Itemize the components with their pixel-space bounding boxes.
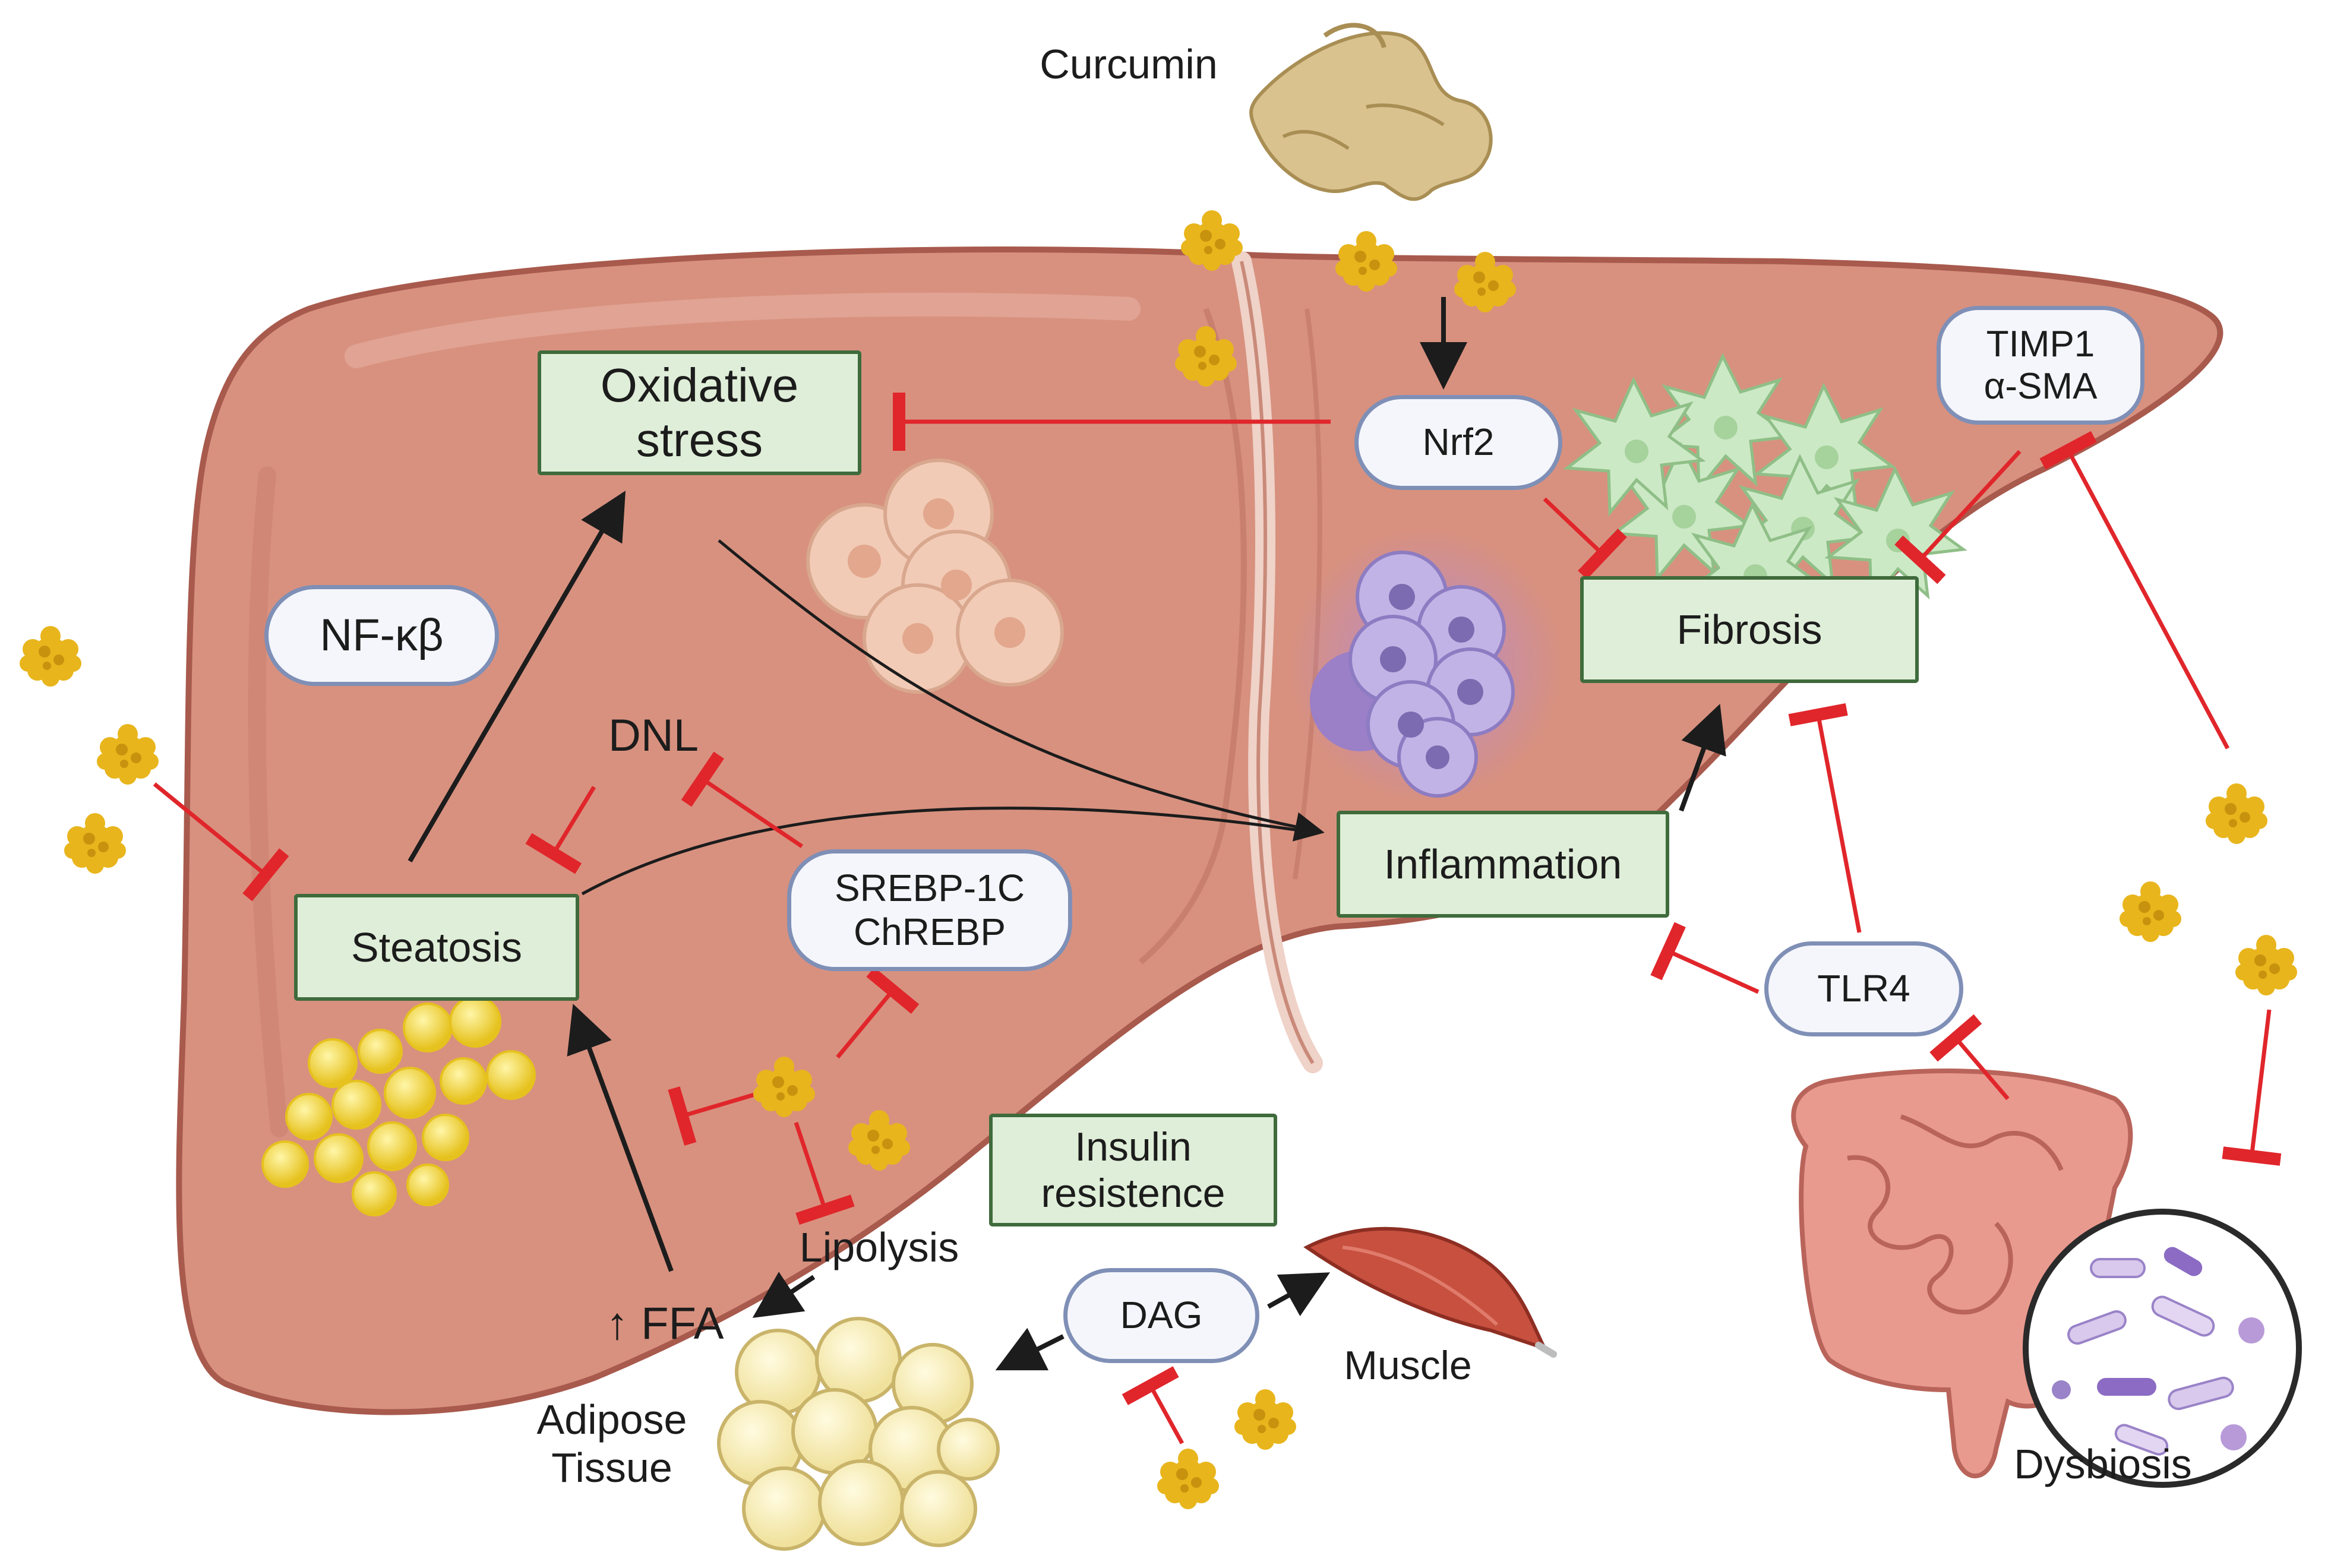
tlr4-pill: TLR4	[1764, 941, 1963, 1036]
kupffer-cell-cluster-icon	[1289, 529, 1562, 802]
arrow-steatosis-inflammation	[581, 807, 1307, 896]
inhibit-curcumin-steatosis	[153, 782, 289, 902]
activation-arrows	[408, 297, 1726, 1371]
muscle-icon	[1303, 1226, 1557, 1358]
inhibit-dysbiosis-tlr4	[1929, 1014, 2010, 1101]
ffa-text: FFA	[641, 1298, 724, 1349]
oxidative-stress-line2: stress	[636, 413, 763, 466]
srebp-line1: SREBP-1C	[834, 866, 1025, 909]
dnl-label: DNL	[608, 710, 699, 761]
inhibit-timp1-fibrosis	[1894, 450, 2022, 584]
curcumin-particle-icon	[2206, 783, 2267, 844]
inhibit-curcumin-dag	[1122, 1366, 1185, 1444]
arrow-inflammation-fibrosis	[1679, 703, 1726, 812]
lipolysis-label: Lipolysis	[799, 1224, 959, 1270]
arrow-dag-adipose	[995, 1327, 1065, 1371]
inhibit-curcumin-dysbiosis	[2222, 1009, 2282, 1166]
arrow-oxidative-inflammation	[718, 539, 1325, 842]
curcumin-particle-icon	[20, 626, 81, 687]
inhibit-curcumin-steatosis-2	[668, 1086, 761, 1146]
curcumin-label: Curcumin	[1040, 41, 1218, 87]
timp1-line2: α-SMA	[1983, 366, 2098, 407]
inflammation-box: Inflammation	[1337, 811, 1669, 918]
adipocyte-cluster-icon	[717, 1317, 1000, 1551]
srebp-line2: ChREBP	[853, 910, 1006, 953]
curcumin-particle-icon	[97, 724, 159, 785]
bacteria-circle-icon	[2023, 1209, 2302, 1488]
dysbiosis-label: Dysbiosis	[2014, 1441, 2192, 1487]
curcumin-root-icon	[1249, 23, 1493, 201]
curcumin-particle-icon	[64, 813, 126, 874]
hepatocyte-cluster-icon	[806, 459, 1064, 694]
arrow-ffa-steatosis	[567, 1003, 674, 1272]
curcumin-particle-icon	[2120, 881, 2181, 942]
nrf2-pill: Nrf2	[1354, 395, 1562, 490]
curcumin-particle-icon	[1157, 1449, 1219, 1509]
insulin-resistance-line1: Insulin	[1075, 1124, 1192, 1169]
adipose-line1: Adipose	[536, 1396, 687, 1443]
ffa-up-arrow-icon: ↑	[606, 1298, 628, 1349]
insulin-resistance-box: Insulin resistence	[989, 1114, 1277, 1226]
inhibit-srebp-dnl	[681, 751, 803, 848]
inhibit-tlr4-fibrosis	[1788, 703, 1862, 933]
steatosis-box: Steatosis	[294, 894, 579, 1001]
curcumin-particle-icon	[2235, 935, 2297, 995]
timp1-line1: TIMP1	[1986, 323, 2095, 365]
inhibit-nrf2-fibrosis	[1543, 497, 1627, 580]
dag-pill: DAG	[1063, 1268, 1259, 1363]
inhibit-tlr4-inflammation	[1650, 922, 1760, 994]
arrow-steatosis-oxidative	[408, 491, 626, 863]
fibrosis-box: Fibrosis	[1580, 576, 1919, 683]
inhibition-lines	[153, 393, 2282, 1444]
inhibit-curcumin-timp1	[2039, 431, 2230, 750]
curcumin-particle-icon	[1234, 1389, 1296, 1450]
inhibit-dnl-steatosis	[525, 786, 596, 874]
nfkb-pill: NF-κβ	[264, 585, 499, 686]
arrow-lipolysis-ffa	[752, 1272, 816, 1318]
stellate-cell-cluster-icon	[1567, 353, 1963, 637]
timp1-pill: TIMP1 α-SMA	[1937, 306, 2144, 425]
srebp-pill: SREBP-1C ChREBP	[787, 849, 1072, 971]
oxidative-stress-line1: Oxidative	[600, 359, 799, 412]
inhibit-curcumin-srebp	[836, 967, 920, 1059]
arrow-dag-muscle	[1267, 1272, 1330, 1317]
oxidative-stress-box: Oxidative stress	[538, 350, 861, 475]
insulin-resistance-line2: resistence	[1041, 1171, 1225, 1216]
adipose-tissue-label: Adipose Tissue	[511, 1396, 713, 1491]
inhibit-curcumin-lipolysis	[794, 1121, 855, 1225]
muscle-label: Muscle	[1344, 1343, 1472, 1388]
ffa-label: ↑ FFA	[606, 1298, 760, 1349]
adipose-line2: Tissue	[551, 1444, 672, 1491]
